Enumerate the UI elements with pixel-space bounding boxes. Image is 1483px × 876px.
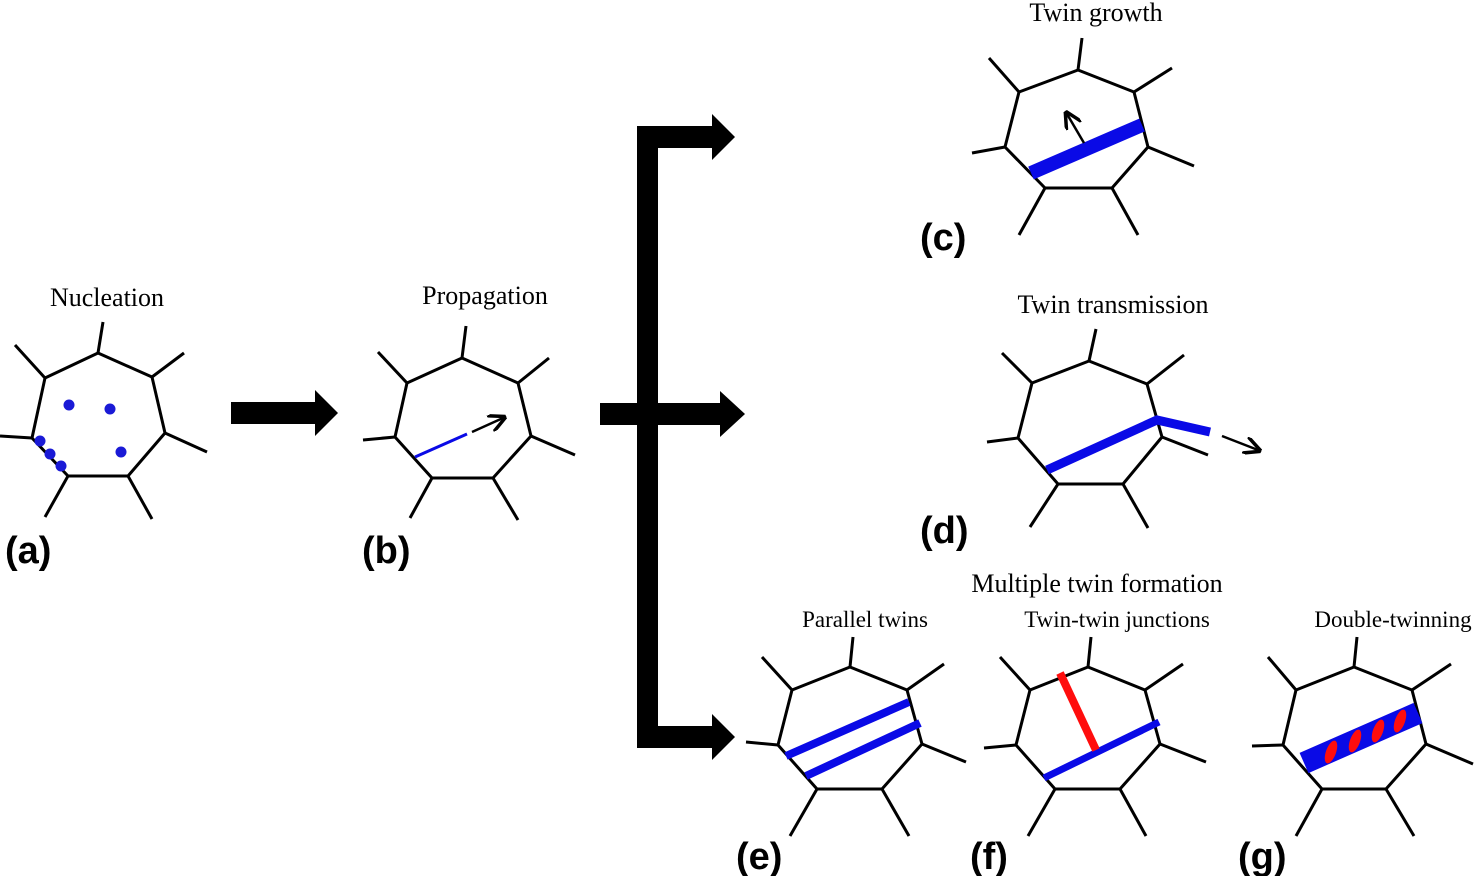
secondary-twin-f [1056, 671, 1100, 752]
grain-boundaries-g [1251, 636, 1474, 837]
transmitted-twin [1045, 415, 1211, 475]
panel-label-b: (b) [362, 530, 411, 572]
panel-label-d: (d) [920, 510, 969, 552]
grain-boundaries-a [0, 321, 208, 520]
growth-arrow [1067, 114, 1086, 144]
panel-e-parallel-twins: Parallel twins (e) [736, 607, 967, 876]
panel-label-c: (c) [920, 217, 966, 259]
caption-nucleation: Nucleation [50, 283, 164, 312]
parallel-twin-2 [804, 719, 922, 780]
grain-boundaries-c [971, 37, 1195, 236]
caption-parallel-twins: Parallel twins [802, 607, 928, 632]
caption-multiple-twin-formation: Multiple twin formation [971, 569, 1222, 598]
panel-f-twin-twin-junctions: Twin-twin junctions (f) [970, 607, 1210, 876]
grain-b [393, 356, 533, 480]
panel-label-a: (a) [5, 530, 51, 572]
grain-d [1016, 359, 1164, 486]
parallel-twin-1 [784, 698, 911, 760]
panel-label-e: (e) [736, 836, 782, 876]
flow-arrow-a-to-b [231, 390, 338, 436]
secondary-twins-g [1324, 709, 1407, 764]
caption-twin-transmission: Twin transmission [1017, 290, 1208, 319]
twin-nuclei [34, 399, 127, 472]
transmission-arrow [1221, 434, 1258, 450]
panel-b-propagation: Propagation (b) [362, 281, 576, 572]
propagation-arrow [471, 418, 503, 434]
panel-g-double-twinning: Double-twinning (g) [1238, 607, 1474, 876]
branching-bracket [600, 114, 745, 760]
grain-f [1014, 665, 1162, 791]
primary-twin-f [1042, 718, 1161, 782]
grain-c [1003, 68, 1150, 190]
caption-propagation: Propagation [422, 281, 548, 310]
caption-twin-twin-junctions: Twin-twin junctions [1024, 607, 1210, 632]
caption-twin-growth: Twin growth [1029, 0, 1162, 27]
grain-boundaries-e [745, 636, 967, 837]
grain-boundaries-f [983, 636, 1207, 837]
panel-label-f: (f) [970, 836, 1008, 876]
panel-a-nucleation: Nucleation (a) [0, 283, 208, 572]
panel-label-g: (g) [1238, 836, 1287, 876]
grain-boundaries-b [362, 325, 576, 521]
grain-g [1281, 665, 1428, 791]
caption-double-twinning: Double-twinning [1314, 607, 1472, 632]
propagating-twin [414, 432, 468, 459]
grain-boundaries-d [986, 328, 1209, 529]
panel-d-twin-transmission: Twin transmission (d) [920, 290, 1258, 552]
panel-c-twin-growth: Twin growth (c) [920, 0, 1195, 259]
growing-twin [1028, 118, 1145, 180]
